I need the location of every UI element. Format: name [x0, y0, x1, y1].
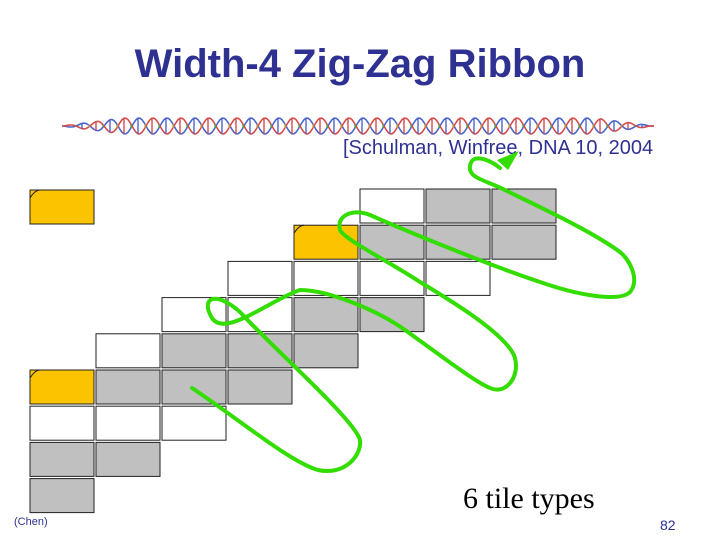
tile-types-caption: 6 tile types [463, 482, 595, 515]
seed-tile [29, 369, 95, 405]
white-tile [95, 333, 161, 369]
zigzag-assembly-path [190, 156, 637, 474]
arrow-head-icon [497, 151, 519, 170]
gray-tile [95, 369, 161, 405]
dna-strand [62, 117, 654, 135]
tile-notch [293, 224, 305, 234]
gray-tile [95, 441, 161, 477]
gray-tile [359, 297, 425, 333]
gray-tile [161, 333, 227, 369]
gray-tile [29, 441, 95, 477]
gray-tile [425, 188, 491, 224]
white-tile [227, 297, 293, 333]
white-tile [161, 297, 227, 333]
seed-tile [293, 224, 359, 260]
dna-helix-icon [62, 117, 654, 135]
gray-tile [359, 224, 425, 260]
white-tile [359, 188, 425, 224]
gray-tile [227, 333, 293, 369]
gray-tile [293, 297, 359, 333]
white-tile [29, 405, 95, 441]
tile-notch [29, 189, 41, 199]
seed-tile [29, 189, 95, 225]
gray-tile [491, 224, 557, 260]
white-tile [425, 260, 491, 296]
white-tile [227, 260, 293, 296]
slide-title: Width-4 Zig-Zag Ribbon [134, 42, 586, 86]
author-credit: (Chen) [14, 516, 48, 528]
gray-tile [293, 333, 359, 369]
gray-tile [227, 369, 293, 405]
gray-tile [29, 478, 95, 514]
white-tile [95, 405, 161, 441]
page-number: 82 [660, 517, 676, 533]
dna-strand [62, 117, 654, 135]
citation: [Schulman, Winfree, DNA 10, 2004 [343, 137, 654, 159]
gray-tile [491, 188, 557, 224]
tile-notch [29, 369, 41, 379]
white-tile [161, 405, 227, 441]
